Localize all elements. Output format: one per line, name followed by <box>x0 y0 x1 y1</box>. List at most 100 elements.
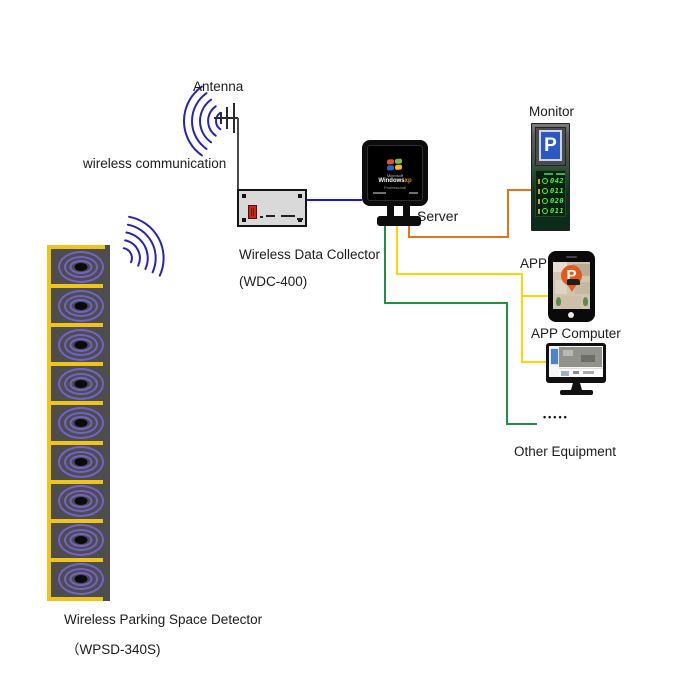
server-stand-leg <box>387 205 394 218</box>
led-ring-icon <box>542 178 548 184</box>
screw-icon <box>242 194 246 198</box>
label-monitor: Monitor <box>529 104 575 119</box>
label-collector-model: (WDC-400) <box>239 274 308 289</box>
label-antenna: Antenna <box>193 79 244 94</box>
sensor-coil-icon <box>57 250 104 283</box>
led-arrow-icon <box>538 208 540 214</box>
sensor-coil-icon <box>57 563 104 596</box>
port-mark <box>297 218 303 220</box>
led-arrow-icon <box>538 178 540 184</box>
boot-text-mark <box>409 192 418 194</box>
led-ring-icon <box>542 188 548 194</box>
windows-logo-icon <box>386 158 404 172</box>
led-count: 011 <box>550 187 565 195</box>
sensor-coil-icon <box>57 524 104 557</box>
smartphone-device: P <box>548 251 595 322</box>
tree-icon <box>583 297 588 306</box>
port-mark <box>266 215 275 217</box>
detector-cells <box>47 249 110 602</box>
parking-sign-frame: P <box>535 127 566 166</box>
webpage-photo <box>559 347 602 367</box>
power-module-icon <box>248 205 257 219</box>
map-screen: P <box>553 262 590 309</box>
parking-pin-pointer <box>567 284 577 292</box>
sensor-coil-icon <box>57 446 104 479</box>
data-collector-device <box>237 189 307 227</box>
os-edition-text: xp <box>404 178 412 184</box>
screw-icon <box>242 218 246 222</box>
sensor-coil-icon <box>57 328 104 361</box>
led-row: 011 <box>538 186 565 196</box>
phone-speaker-icon <box>566 256 577 258</box>
tree-icon <box>556 297 561 306</box>
parking-monitor-device: P 042 011 020 011 <box>531 123 570 231</box>
map-patch <box>561 296 581 309</box>
parking-sign: P <box>539 130 562 161</box>
sensor-coil-icon <box>57 406 104 439</box>
wire-server-to-other-equipment <box>384 226 537 425</box>
map-patch <box>575 282 590 294</box>
led-count: 042 <box>550 177 565 185</box>
detector-cell <box>47 562 110 602</box>
label-detector-name: Wireless Parking Space Detector <box>64 612 263 627</box>
detector-cell <box>47 327 110 367</box>
app-thumbnail <box>550 348 559 365</box>
server-device: Microsoft Windowsxp Professional <box>362 140 428 206</box>
boot-text-mark <box>373 192 386 194</box>
strip-edge-bar <box>47 245 51 601</box>
led-header-marks <box>544 173 565 175</box>
desktop-computer-device <box>546 343 606 383</box>
computer-stand-neck <box>571 383 582 390</box>
label-collector-name: Wireless Data Collector <box>239 247 381 262</box>
led-count: 011 <box>550 207 565 215</box>
server-stand-base <box>377 216 421 226</box>
detector-cell <box>47 523 110 562</box>
detector-strip <box>47 245 110 602</box>
strip-edge-bar <box>47 245 105 249</box>
label-app-computer: APP Computer <box>531 326 621 341</box>
detector-cell <box>47 405 110 445</box>
led-row: 020 <box>538 196 565 206</box>
webpage-footer <box>559 368 602 377</box>
other-equipment-dots: ••••• <box>543 412 569 422</box>
wire-server-to-app <box>396 226 546 363</box>
port-mark <box>260 216 263 218</box>
sensor-coil-icon <box>57 289 104 322</box>
label-server: Server <box>417 208 459 224</box>
screw-icon <box>298 218 302 222</box>
computer-stand-base <box>560 390 593 395</box>
led-row: 011 <box>538 206 565 216</box>
server-screen: Microsoft Windowsxp Professional <box>367 145 423 201</box>
label-wireless-communication: wireless communication <box>83 156 227 171</box>
port-mark <box>281 215 295 217</box>
antenna-icon <box>214 103 238 133</box>
detector-cell <box>47 249 110 289</box>
detector-cell <box>47 288 110 328</box>
led-ring-icon <box>542 198 548 204</box>
detector-cell <box>47 366 110 406</box>
map-patch <box>553 262 567 272</box>
detector-signal-arcs <box>122 215 165 277</box>
os-brand-text: Microsoft <box>386 173 404 178</box>
home-button-icon <box>568 312 574 318</box>
led-arrow-icon <box>538 188 540 194</box>
label-detector-model: （WPSD-340S) <box>66 642 161 657</box>
led-display: 042 011 020 011 <box>535 170 566 217</box>
antenna-signal-arcs <box>183 85 222 157</box>
os-edition-subtext: Professional <box>383 185 406 190</box>
detector-cell <box>47 445 110 484</box>
led-count: 020 <box>550 197 565 205</box>
detector-cell <box>47 484 110 523</box>
screw-icon <box>298 194 302 198</box>
led-arrow-icon <box>538 198 540 204</box>
label-other-equipment: Other Equipment <box>514 444 617 459</box>
car-icon <box>567 279 580 285</box>
os-name-text: Windowsxp <box>378 178 412 184</box>
wire-server-to-monitor <box>408 189 531 238</box>
computer-screen <box>549 346 603 377</box>
server-stand-leg <box>403 205 410 218</box>
led-row: 042 <box>538 176 565 186</box>
led-ring-icon <box>542 208 548 214</box>
